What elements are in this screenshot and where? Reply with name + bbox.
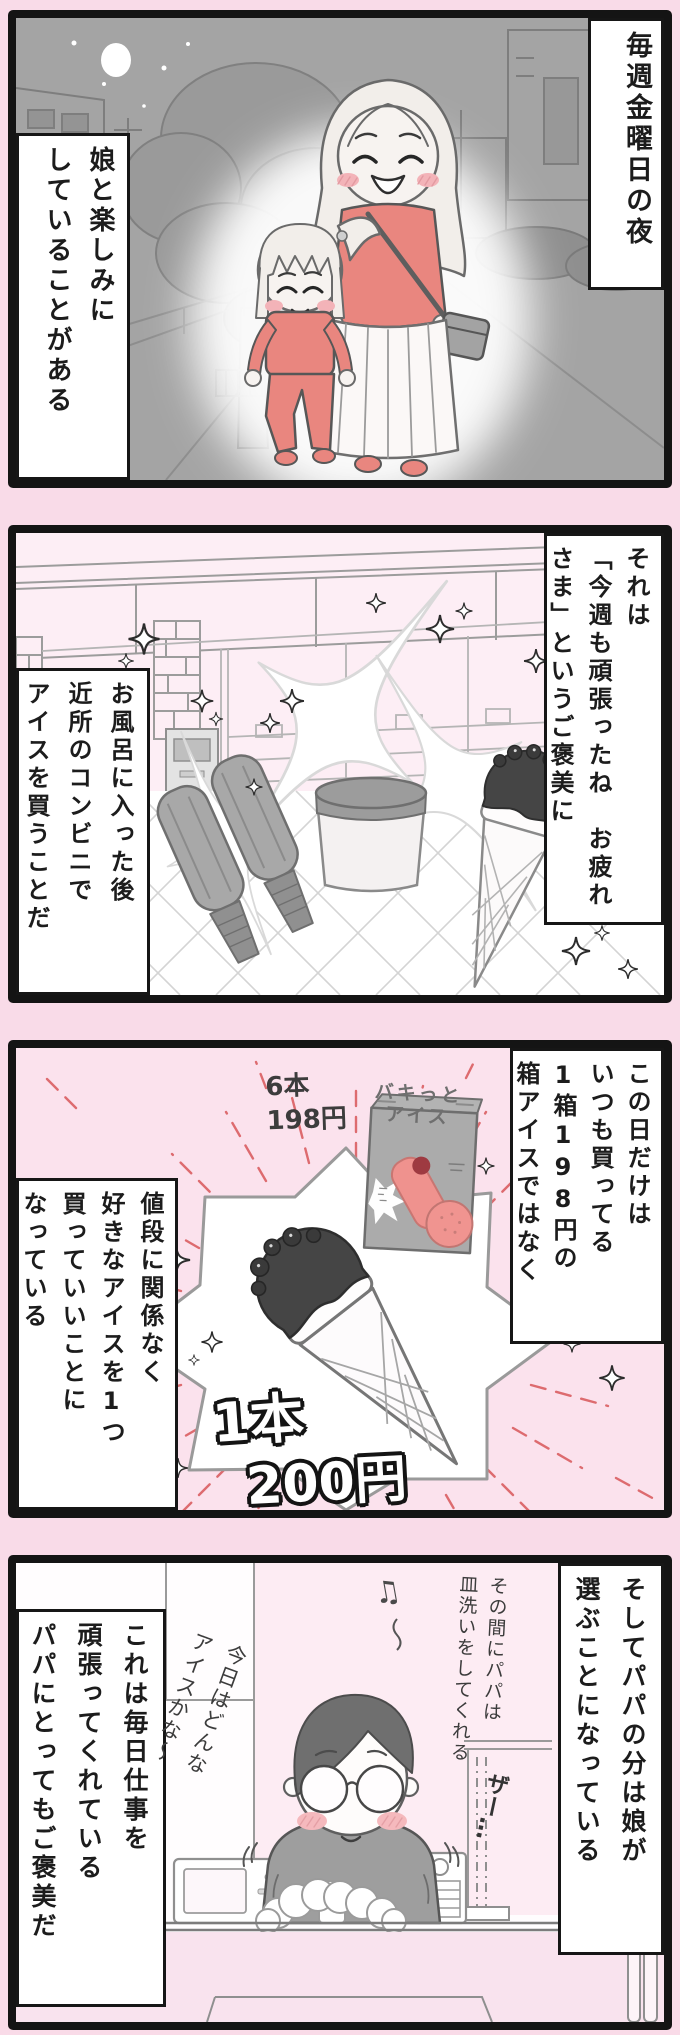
caption-box-right-4: そしてパパの分は娘が 選ぶことになっている	[558, 1563, 664, 1955]
panel-ice-choice: この日だけは いつも買ってる 1箱198円の 箱アイスではなく 値段に関係なく …	[8, 1040, 672, 1518]
caption-box-left-2: お風呂に入った後 近所のコンビニで アイスを買うことだ	[16, 668, 150, 995]
big-price-yen: 200円	[244, 1448, 409, 1518]
ice-box-label: バキっと アイス	[374, 1080, 464, 1129]
caption-box-right-2: それは 「今週も頑張ったね お疲れ さま」というご褒美に	[544, 533, 664, 925]
caption-box-left-4: これは毎日仕事を 頑張ってくれている パパにとってもご褒美だ	[16, 1609, 166, 2007]
caption-box-left-3: 値段に関係なく 好きなアイスを1つ 買っていいことに なっている	[16, 1178, 178, 1510]
music-note-icon: ♫	[371, 1572, 404, 1613]
box-price-note: 6本 198円	[264, 1070, 348, 1137]
note-dishes: その間にパパは 皿洗いをしてくれる	[447, 1573, 510, 1764]
caption-box-left-1: 娘と楽しみに していることがある	[16, 133, 130, 480]
panel-papa-dishes: そしてパパの分は娘が 選ぶことになっている これは毎日仕事を 頑張ってくれている…	[8, 1555, 672, 2030]
panel-friday-night: 毎週金曜日の夜 娘と楽しみに していることがある	[8, 10, 672, 488]
panel-conbini: それは 「今週も頑張ったね お疲れ さま」というご褒美に お風呂に入った後 近所…	[8, 525, 672, 1003]
caption-box-right-1: 毎週金曜日の夜	[588, 18, 664, 290]
caption-box-right-3: この日だけは いつも買ってる 1箱198円の 箱アイスではなく	[510, 1048, 664, 1344]
